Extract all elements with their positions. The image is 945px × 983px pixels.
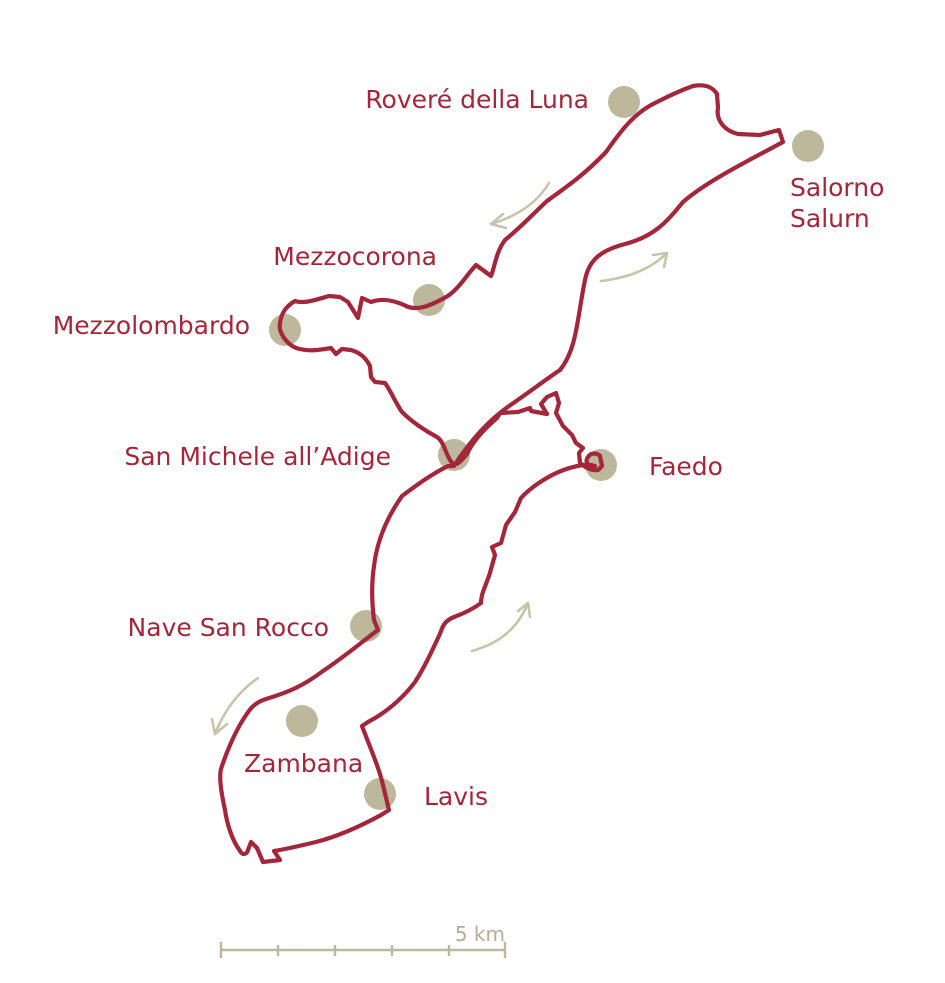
- direction-arrows: [210, 181, 669, 736]
- town-label-navesanrocco: Nave San Rocco: [128, 613, 329, 642]
- town-labels: Roveré della Luna Salorno Salurn Mezzoco…: [53, 85, 892, 811]
- town-label-sanmichele: San Michele all’Adige: [124, 442, 391, 471]
- town-label-line: San Michele all’Adige: [124, 442, 391, 471]
- town-dot-salorno: [792, 130, 824, 162]
- town-label-line: Zambana: [244, 749, 363, 778]
- town-label-lavis: Lavis: [424, 782, 488, 811]
- direction-arrow: [470, 601, 532, 653]
- town-dot-mezzolombardo: [269, 314, 301, 346]
- scale-bar: 5 km: [219, 922, 507, 958]
- town-label-line: Salurn: [790, 204, 870, 233]
- town-label-rovere: Roveré della Luna: [365, 85, 589, 114]
- town-label-salorno: Salorno Salurn: [790, 173, 892, 233]
- scale-bar-label: 5 km: [455, 922, 505, 946]
- town-label-line: Mezzolombardo: [53, 311, 250, 340]
- direction-arrow: [599, 251, 669, 283]
- town-label-line: Lavis: [424, 782, 488, 811]
- scale-bar-line: [219, 942, 507, 958]
- town-label-line: Mezzocorona: [273, 242, 437, 271]
- town-label-mezzolombardo: Mezzolombardo: [53, 311, 250, 340]
- town-label-mezzocorona: Mezzocorona: [273, 242, 437, 271]
- route-path: [218, 83, 786, 865]
- town-label-zambana: Zambana: [244, 749, 363, 778]
- town-dot-rovere: [608, 86, 640, 118]
- town-label-faedo: Faedo: [649, 452, 723, 481]
- direction-arrow: [489, 181, 551, 230]
- direction-arrow: [210, 676, 260, 736]
- town-label-line: Nave San Rocco: [128, 613, 329, 642]
- town-label-line: Salorno: [790, 173, 884, 202]
- town-label-line: Roveré della Luna: [365, 85, 589, 114]
- town-dot-lavis: [364, 778, 396, 810]
- town-label-line: Faedo: [649, 452, 723, 481]
- town-dot-zambana: [286, 705, 318, 737]
